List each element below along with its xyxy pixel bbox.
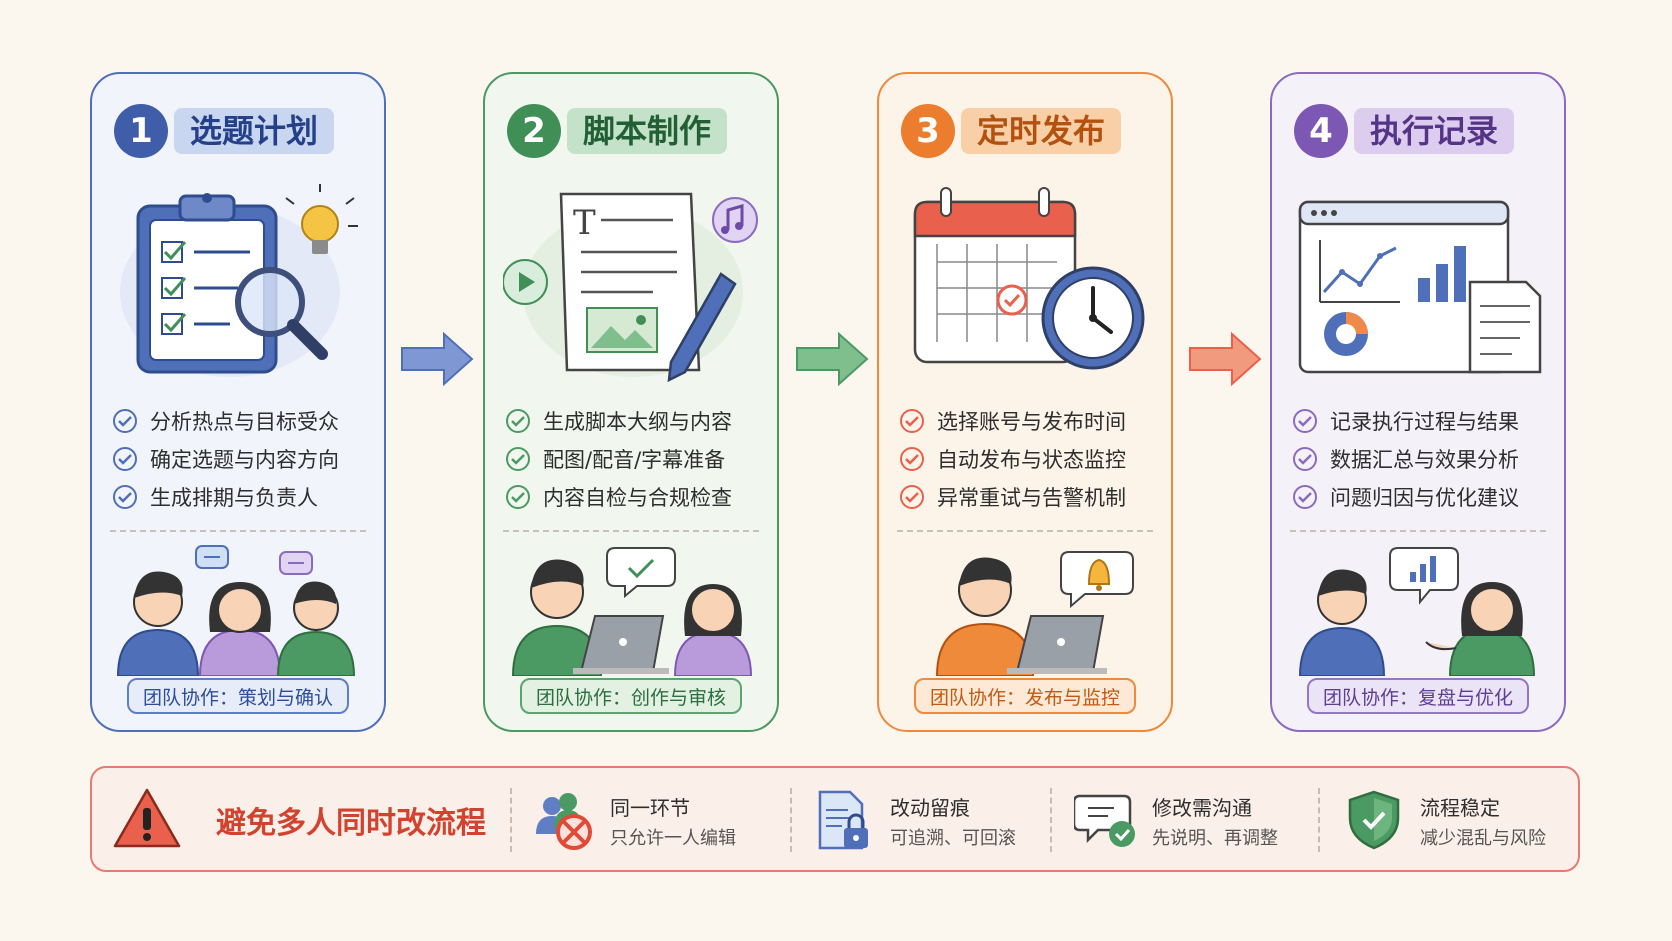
arrow-right-icon xyxy=(1189,331,1262,387)
feature-title: 流程稳定 xyxy=(1420,796,1500,820)
list-item: 记录执行过程与结果 xyxy=(1292,402,1519,440)
banner-title: 避免多人同时改流程 xyxy=(216,806,486,841)
check-circle-icon xyxy=(506,409,530,433)
check-circle-icon xyxy=(113,447,137,471)
check-circle-icon xyxy=(506,447,530,471)
list-item: 生成脚本大纲与内容 xyxy=(505,402,732,440)
team-badge: 团队协作：创作与审核 xyxy=(519,678,743,714)
locked-document-icon xyxy=(818,790,868,850)
team-badge: 团队协作：发布与监控 xyxy=(913,678,1137,714)
divider xyxy=(1050,788,1052,852)
team-laptop-review-icon xyxy=(511,547,753,676)
team-badge: 团队协作：策划与确认 xyxy=(126,678,350,714)
step-card-script: 2 脚本制作 T 生成脚本大纲与内容 配图/配音/字幕准备 内容自检与合规检查 xyxy=(483,72,779,732)
list-item: 生成排期与负责人 xyxy=(112,478,339,516)
feature-desc: 减少混乱与风险 xyxy=(1420,828,1546,849)
step-task-list: 选择账号与发布时间 自动发布与状态监控 异常重试与告警机制 xyxy=(899,402,1126,516)
step-number: 4 xyxy=(1294,104,1348,158)
list-item: 异常重试与告警机制 xyxy=(899,478,1126,516)
analytics-dashboard-icon xyxy=(1298,200,1542,374)
check-circle-icon xyxy=(900,409,924,433)
divider xyxy=(110,530,366,532)
step-title: 执行记录 xyxy=(1354,108,1515,154)
divider xyxy=(1290,530,1546,532)
team-discussion-icon xyxy=(116,545,356,676)
step-card-record: 4 执行记录 记录执行过程与结果 数据汇总与效果分析 问题归因与优化建议 xyxy=(1270,72,1566,732)
feature-title: 修改需沟通 xyxy=(1152,796,1252,820)
feature-desc: 可追溯、可回滚 xyxy=(890,828,1016,849)
divider xyxy=(1318,788,1320,852)
warning-banner: 避免多人同时改流程 同一环节 只允许一人编辑 改动留痕 可追溯、可回滚 xyxy=(90,766,1580,872)
feature-desc: 只允许一人编辑 xyxy=(610,828,736,849)
step-title: 定时发布 xyxy=(961,108,1122,154)
warning-triangle-icon xyxy=(113,788,181,848)
check-circle-icon xyxy=(900,485,924,509)
step-title: 选题计划 xyxy=(174,108,335,154)
divider xyxy=(503,530,759,532)
chat-check-icon xyxy=(1074,794,1135,847)
check-circle-icon xyxy=(113,409,137,433)
list-item: 确定选题与内容方向 xyxy=(112,440,339,478)
shield-check-icon xyxy=(1348,790,1400,850)
team-review-chart-icon xyxy=(1298,547,1536,676)
divider xyxy=(790,788,792,852)
check-circle-icon xyxy=(900,447,924,471)
check-circle-icon xyxy=(113,485,137,509)
divider xyxy=(510,788,512,852)
person-laptop-alert-icon xyxy=(935,551,1134,676)
step-card-publish: 3 定时发布 选择账号与发布时间 自动发布与状态监控 异常重试与告警机制 xyxy=(877,72,1173,732)
list-item: 选择账号与发布时间 xyxy=(899,402,1126,440)
step-task-list: 生成脚本大纲与内容 配图/配音/字幕准备 内容自检与合规检查 xyxy=(505,402,732,516)
no-edit-team-icon xyxy=(536,793,592,850)
script-document-pen-icon: T xyxy=(503,192,758,382)
step-number: 1 xyxy=(114,104,168,158)
step-number: 3 xyxy=(901,104,955,158)
check-circle-icon xyxy=(506,485,530,509)
team-badge: 团队协作：复盘与优化 xyxy=(1306,678,1530,714)
calendar-clock-icon xyxy=(913,187,1145,370)
check-circle-icon xyxy=(1293,447,1317,471)
list-item: 内容自检与合规检查 xyxy=(505,478,732,516)
step-title: 脚本制作 xyxy=(567,108,728,154)
clipboard-magnifier-icon xyxy=(120,184,358,377)
arrow-right-icon xyxy=(796,331,869,387)
divider xyxy=(897,530,1153,532)
check-circle-icon xyxy=(1293,409,1317,433)
svg-text:T: T xyxy=(573,203,596,243)
list-item: 分析热点与目标受众 xyxy=(112,402,339,440)
arrow-right-icon xyxy=(401,331,474,387)
list-item: 配图/配音/字幕准备 xyxy=(505,440,732,478)
step-number: 2 xyxy=(507,104,561,158)
step-card-plan: 1 选题计划 分析热点与目标受众 确定选题与内容方向 生成排期与负责人 xyxy=(90,72,386,732)
list-item: 自动发布与状态监控 xyxy=(899,440,1126,478)
step-task-list: 记录执行过程与结果 数据汇总与效果分析 问题归因与优化建议 xyxy=(1292,402,1519,516)
check-circle-icon xyxy=(1293,485,1317,509)
feature-title: 改动留痕 xyxy=(890,796,970,820)
list-item: 数据汇总与效果分析 xyxy=(1292,440,1519,478)
feature-title: 同一环节 xyxy=(610,796,690,820)
list-item: 问题归因与优化建议 xyxy=(1292,478,1519,516)
step-task-list: 分析热点与目标受众 确定选题与内容方向 生成排期与负责人 xyxy=(112,402,339,516)
feature-desc: 先说明、再调整 xyxy=(1152,828,1278,849)
